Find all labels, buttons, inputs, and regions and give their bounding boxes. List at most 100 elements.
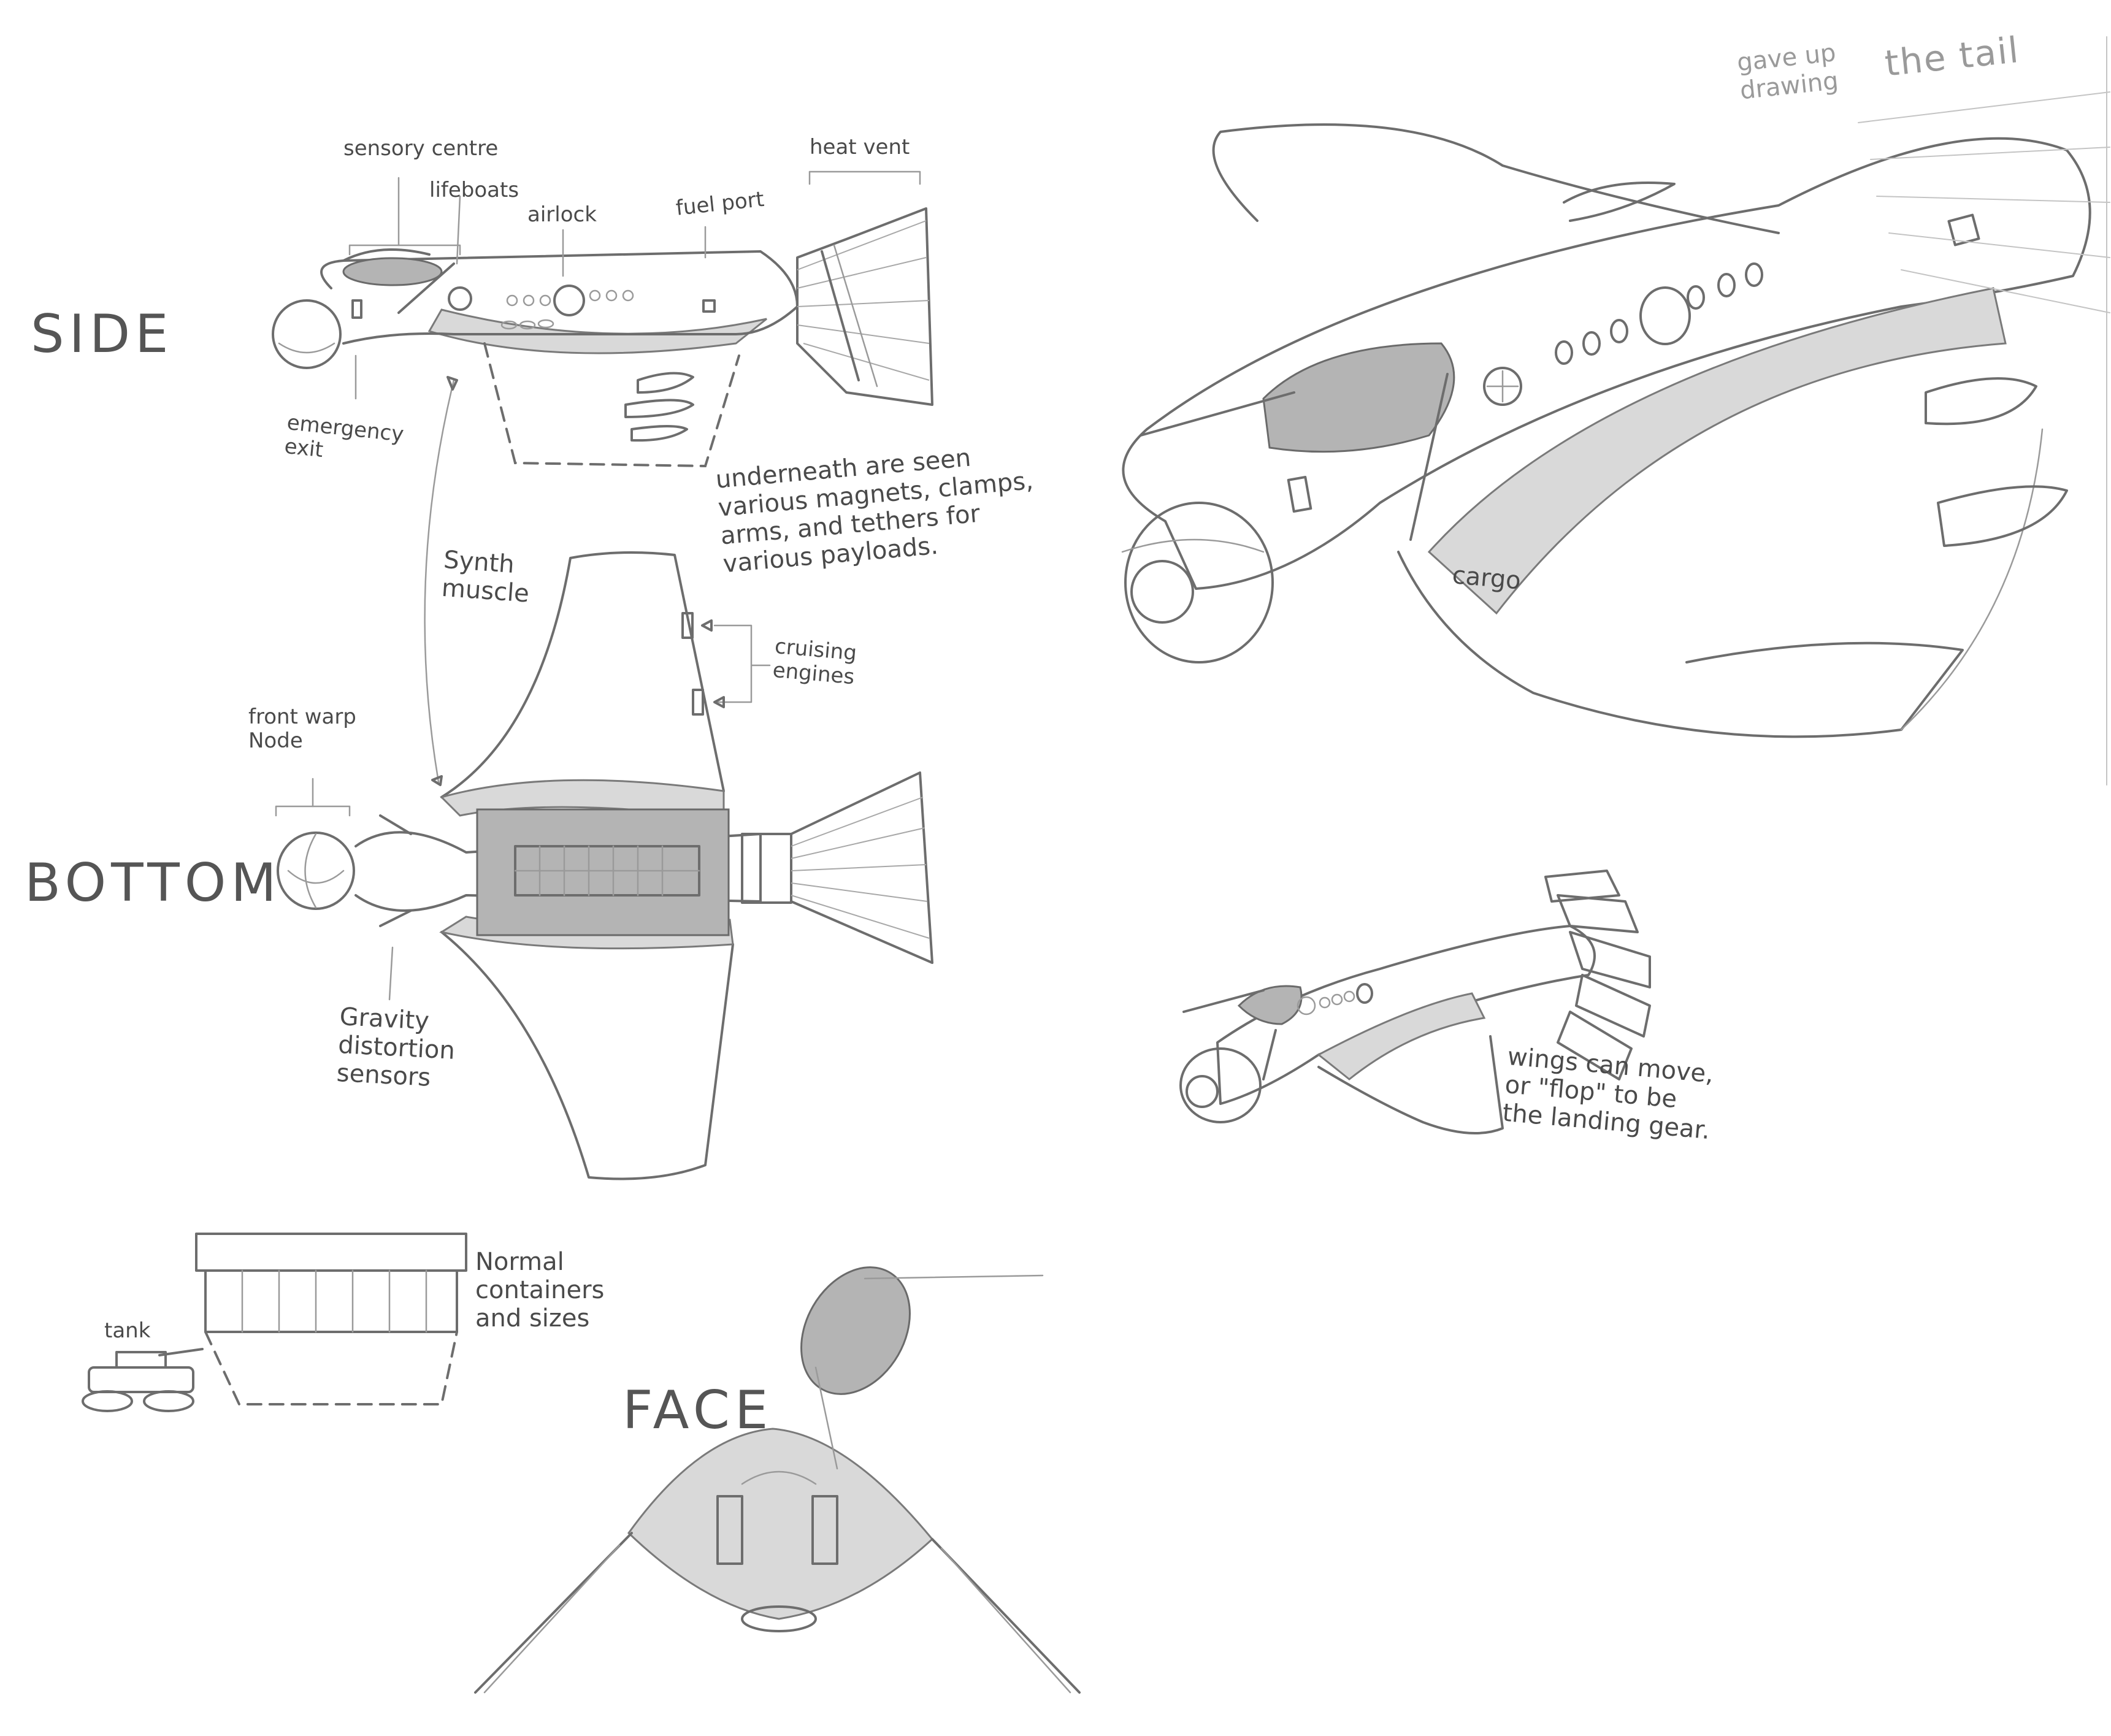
large-claw — [1937, 485, 2068, 547]
label-cruising-engines: cruising engines — [772, 634, 858, 690]
side-claw — [637, 372, 694, 394]
lower-vent — [500, 320, 518, 330]
bottom-cargo-bay — [476, 808, 730, 936]
side-payload-outline — [483, 342, 740, 468]
porthole — [605, 289, 618, 302]
label-synth-muscle: Synth muscle — [440, 546, 531, 608]
label-tail-note: gave up drawing — [1736, 39, 1840, 105]
gravity-sensor-spike — [379, 814, 412, 835]
label-airlock: airlock — [527, 202, 597, 227]
lower-vent — [519, 320, 536, 330]
side-claw — [624, 399, 694, 418]
small-tail-fan — [1544, 870, 1651, 1080]
bottom-hull — [354, 831, 762, 912]
label-lifeboats: lifeboats — [429, 178, 519, 202]
porthole — [1745, 262, 1763, 287]
side-nose-sphere — [272, 299, 342, 369]
small-synth-muscle — [1317, 992, 1486, 1080]
side-emergency-exit-hatch — [351, 299, 362, 319]
container-dash-outline — [204, 1331, 458, 1405]
label-cargo: cargo — [1450, 561, 1522, 595]
bottom-tail-collar — [741, 833, 792, 904]
large-emergency-exit — [1287, 475, 1312, 513]
face-nose — [741, 1605, 817, 1632]
container-top — [195, 1233, 467, 1272]
view-title-bottom: BOTTOM — [25, 852, 282, 914]
side-hull-top — [342, 248, 431, 262]
label-tank: tank — [104, 1318, 151, 1343]
side-nose-line — [278, 342, 335, 354]
face-panel — [811, 1495, 838, 1565]
side-airlock — [553, 285, 585, 316]
arrow-head — [446, 376, 458, 391]
face-view-ship — [474, 1266, 1081, 1694]
perspective-ship-small — [1179, 870, 1651, 1134]
large-antenna — [1140, 391, 1295, 437]
perspective-ship-large — [1121, 36, 2110, 786]
arrow-head — [431, 775, 443, 786]
large-synth-muscle — [1427, 287, 2007, 615]
face-satellite-node — [800, 1266, 911, 1395]
face-panel — [716, 1495, 743, 1565]
bottom-callouts — [275, 619, 771, 1001]
label-front-warp-node: front warp Node — [248, 705, 356, 754]
porthole — [1610, 319, 1628, 343]
label-gravity-sensors: Gravity distortion sensors — [335, 1003, 456, 1092]
label-sensory-centre: sensory centre — [343, 136, 499, 161]
side-hull — [320, 250, 799, 345]
synth-muscle-arrow — [424, 379, 455, 783]
side-callouts — [348, 170, 921, 400]
bottom-wing-lower — [440, 931, 734, 1180]
large-sensory-canopy — [1262, 342, 1455, 453]
side-canopy-strut — [397, 262, 455, 314]
side-sensory-canopy — [342, 257, 443, 286]
porthole — [506, 294, 518, 307]
porthole — [1717, 273, 1736, 297]
tail-scribble — [1858, 91, 2110, 313]
front-warp-node — [277, 832, 355, 910]
side-heat-vent — [796, 207, 933, 406]
bottom-heat-vent — [790, 771, 933, 964]
bottom-view-ship — [277, 551, 933, 1180]
side-view-ship — [272, 207, 933, 468]
lower-vent — [537, 319, 554, 329]
containers-sketch — [195, 1233, 467, 1405]
small-canopy — [1237, 985, 1303, 1025]
cruising-engine — [681, 612, 694, 639]
gravity-sensor-spike — [379, 909, 412, 927]
view-title-face: FACE — [623, 1380, 773, 1441]
large-lifeboat-hatch — [1483, 367, 1522, 406]
large-wing-top — [1212, 123, 1780, 234]
small-nose — [1179, 1047, 1262, 1123]
large-airlock — [1639, 286, 1691, 345]
porthole — [1582, 331, 1601, 356]
side-fuel-port — [702, 299, 716, 313]
container-row — [204, 1269, 458, 1333]
large-hull — [1122, 137, 2091, 590]
porthole — [523, 294, 535, 307]
large-strut — [1409, 373, 1449, 541]
large-fin — [1563, 182, 1676, 222]
side-claw — [630, 425, 688, 442]
large-claw — [1925, 377, 2037, 426]
tank-sketch — [82, 1348, 204, 1412]
bottom-wing-upper — [440, 551, 725, 798]
label-containers: Normal containers and sizes — [475, 1248, 605, 1333]
label-wings-note: wings can move, or "flop" to be the land… — [1501, 1042, 1715, 1145]
side-synth-muscle — [427, 308, 767, 354]
porthole — [1555, 340, 1573, 365]
side-lifeboat-hatch — [448, 286, 472, 311]
large-nose — [1124, 502, 1274, 663]
small-hull — [1216, 925, 1596, 1105]
large-nose-lens — [1130, 560, 1194, 624]
face-hull — [627, 1428, 934, 1620]
porthole — [539, 294, 551, 307]
porthole — [589, 289, 601, 302]
view-title-side: SIDE — [31, 304, 174, 365]
porthole — [622, 289, 634, 302]
cruising-engine — [692, 689, 704, 716]
label-heat-vent: heat vent — [810, 135, 910, 159]
small-wing-lower — [1317, 1035, 1504, 1134]
